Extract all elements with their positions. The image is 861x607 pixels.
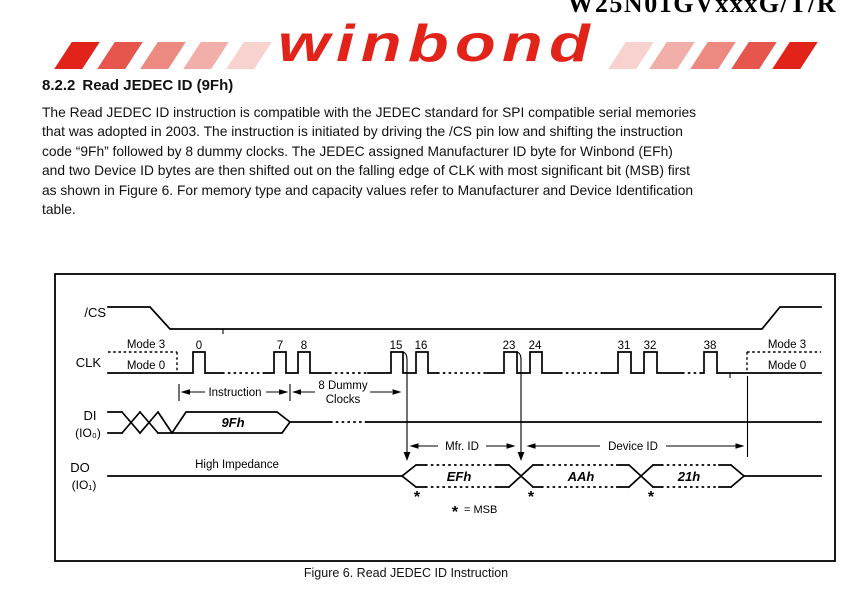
instruction-span-ticks	[178, 384, 291, 401]
clock-number: 0	[196, 340, 202, 352]
right-arrowhead	[392, 389, 402, 395]
paragraph-line: code “9Fh” followed by 8 dummy clocks. T…	[42, 143, 673, 159]
do-mfr-id-byte: EFh	[447, 469, 472, 484]
right-arrowhead	[279, 389, 289, 395]
clock-number: 38	[704, 340, 717, 352]
logo-wordmark: winbond	[277, 15, 597, 73]
left-arrowhead	[526, 443, 536, 449]
clock-number: 8	[301, 340, 307, 352]
figure-border	[54, 273, 836, 562]
dummy-clocks-label-line2: Clocks	[326, 394, 361, 406]
paragraph-line: table.	[42, 201, 76, 217]
clock-number: 15	[390, 340, 403, 352]
do-waveform-dashed	[425, 464, 719, 488]
clock-number: 32	[644, 340, 657, 352]
msb-note-text: = MSB	[464, 504, 497, 516]
do-signal-sublabel: (IO₁)	[72, 478, 97, 492]
cs-waveform	[107, 306, 822, 330]
clock-number: 7	[277, 340, 283, 352]
msb-star: *	[414, 489, 421, 506]
high-impedance-label: High Impedance	[195, 459, 279, 471]
clock-number: 24	[529, 340, 542, 352]
down-arrowhead	[403, 452, 411, 461]
left-arrowhead	[409, 443, 419, 449]
cs-signal-label: /CS	[84, 305, 106, 320]
mode0-label-right: Mode 0	[768, 360, 806, 372]
clock-number: 23	[503, 340, 516, 352]
paragraph-line: that was adopted in 2003. The instructio…	[42, 124, 683, 140]
down-arrowhead	[517, 452, 525, 461]
di-instruction-byte: 9Fh	[221, 415, 244, 430]
dummy-clocks-label-line1: 8 Dummy	[318, 380, 367, 392]
do-waveform	[107, 463, 822, 489]
mfr-id-span-label: Mfr. ID	[445, 441, 479, 453]
msb-note-star: *	[452, 504, 459, 521]
clk23-reference-line	[516, 351, 522, 452]
figure-caption: Figure 6. Read JEDEC ID Instruction	[303, 566, 509, 580]
left-arrowhead	[292, 389, 301, 395]
di-waveform	[107, 410, 822, 435]
clock-number: 16	[415, 340, 428, 352]
paragraph-line: The Read JEDEC ID instruction is compati…	[42, 105, 697, 120]
right-arrowhead	[506, 443, 516, 449]
winbond-logo: winbond	[0, 0, 861, 80]
mode3-dashed-lines	[108, 351, 821, 373]
section-title: Read JEDEC ID (9Fh)	[82, 77, 234, 94]
clk-waveform	[107, 351, 822, 374]
paragraph-line: as shown in Figure 6. For memory type an…	[42, 182, 694, 198]
msb-star: *	[648, 489, 655, 506]
instruction-span-label: Instruction	[208, 387, 261, 399]
di-signal-label: DI	[84, 408, 97, 423]
right-arrowhead	[735, 443, 745, 449]
clock-number: 31	[618, 340, 631, 352]
left-arrowhead	[180, 389, 190, 395]
mode3-label-right: Mode 3	[768, 339, 806, 351]
clk15-reference-line	[402, 351, 408, 452]
mode0-label-left: Mode 0	[127, 360, 165, 372]
paragraph-line: and two Device ID bytes are then shifted…	[42, 163, 691, 179]
do-device-id-byte2: 21h	[677, 469, 700, 484]
mode3-label-left: Mode 3	[127, 339, 165, 351]
section-number: 8.2.2	[42, 77, 76, 94]
body-paragraph: The Read JEDEC ID instruction is compati…	[42, 103, 832, 219]
document-part-number: W25N01GVxxxG/T/R	[567, 0, 837, 18]
do-signal-label: DO	[70, 460, 90, 475]
msb-star: *	[528, 489, 535, 506]
section-heading: 8.2.2 Read JEDEC ID (9Fh)	[42, 77, 233, 94]
di-signal-sublabel: (IO₀)	[75, 426, 101, 440]
do-device-id-byte1: AAh	[567, 469, 595, 484]
device-id-span-label: Device ID	[608, 441, 658, 453]
clk-signal-label: CLK	[76, 355, 102, 370]
